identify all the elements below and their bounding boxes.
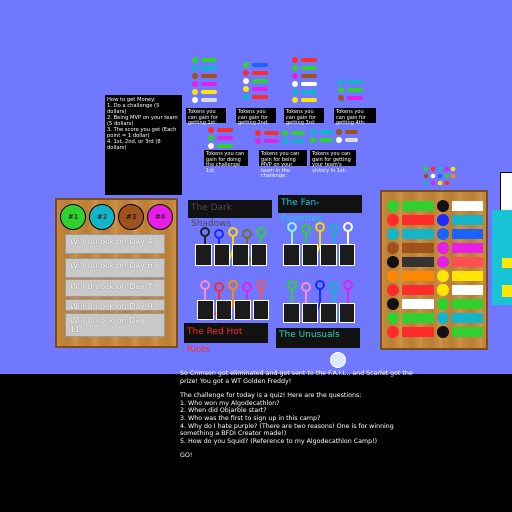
money-info-title: How to get Money: [107, 97, 156, 103]
announcement-closing: GO! [180, 452, 193, 460]
team-title-red-hot-riots: The Red Hot Riots [184, 323, 268, 355]
locked-slot-day-7: Will Unlock on Day 7! [65, 279, 165, 297]
fan-favorites-cards [283, 244, 355, 266]
token-note-3rd: Tokens you can gain for getting 3rd: [284, 108, 324, 126]
token-group-mvp [255, 128, 306, 146]
locked-slot-day-6: Will Unlock on Day 6! [65, 258, 165, 278]
slot-circle-3[interactable]: #3 [118, 204, 144, 230]
token-note-2nd: Tokens you can gain for getting 2nd: [236, 108, 276, 126]
team-title-dark-shadows: The Dark Shadows [188, 200, 272, 229]
token-note-victory: Tokens you can gain for getting your tea… [310, 150, 356, 173]
quiz-question: 4. Why do I hate purple? (There are two … [180, 422, 394, 438]
token-shop-board [380, 190, 488, 350]
token-group-3rd [292, 55, 318, 105]
token-note-challenge: Tokens you can gain for doing the challe… [204, 150, 248, 173]
token-group-4th [338, 77, 364, 103]
slot-circle-1[interactable]: #1 [60, 204, 86, 230]
announcement-panel [0, 374, 512, 512]
token-note-mvp: Tokens you can gain for being MVP on you… [259, 150, 307, 179]
red-hot-riots-cards [197, 300, 269, 320]
team-title-unusuals: The Unusuals [276, 328, 360, 348]
announcement-intro: So Crimson got eliminated and got sent t… [180, 370, 413, 385]
announcement-lead: The challenge for today is a quiz! Here … [180, 392, 362, 400]
announcement-text: So Crimson got eliminated and got sent t… [180, 370, 425, 460]
token-note-4th: Tokens you can gain for getting 4th: [334, 108, 376, 126]
locked-slot-day-4: Will Unlock on Day 4! [65, 234, 165, 254]
unlock-board: #1 #2 #3 #4 Will Unlock on Day 4! Will U… [55, 198, 178, 348]
team-title-fan-favorites: The Fan-Favorites [278, 195, 362, 224]
quiz-question: 2. When did Objarble start? [180, 407, 267, 415]
host-avatar [330, 352, 346, 368]
money-info-line: 3. The score you get (Each point = 1 dol… [107, 127, 177, 139]
side-panel-white [500, 172, 512, 214]
money-info-box: How to get Money: 1. Do a challenge (5 d… [105, 95, 182, 195]
token-group-1st [192, 55, 218, 105]
quiz-question: 3. Who was the first to sign up in this … [180, 414, 321, 422]
dark-shadows-cards [195, 244, 267, 266]
token-group-victory [310, 127, 359, 145]
unusuals-cards [283, 303, 355, 323]
token-dot-cluster [422, 165, 456, 187]
side-panel-cyan [492, 210, 512, 305]
token-group-2nd [243, 60, 269, 102]
slot-circle-4[interactable]: #4 [147, 204, 173, 230]
money-info-line: 1. Do a challenge (5 dollars) [107, 103, 160, 115]
token-note-1st: Tokens you can gain for getting 1st: [186, 108, 226, 126]
token-group-challenge [208, 125, 234, 151]
money-info-line: 2. Being MVP on your team (5 dollars) [107, 115, 178, 127]
locked-slot-day-9: Will Unlock on Day 9! [65, 299, 165, 311]
money-info-line: 4. 1st, 2nd, or 3rd (8 dollars) [107, 139, 161, 151]
quiz-question: 1. Who won my Algodecathlon? [180, 399, 280, 407]
quiz-question: 5. How do you Squid? (Reference to my Al… [180, 437, 378, 445]
slot-circle-2[interactable]: #2 [89, 204, 115, 230]
locked-slot-day-11: Will Unlock on Day 11! [65, 313, 165, 337]
dot-cluster-icon [423, 166, 456, 186]
